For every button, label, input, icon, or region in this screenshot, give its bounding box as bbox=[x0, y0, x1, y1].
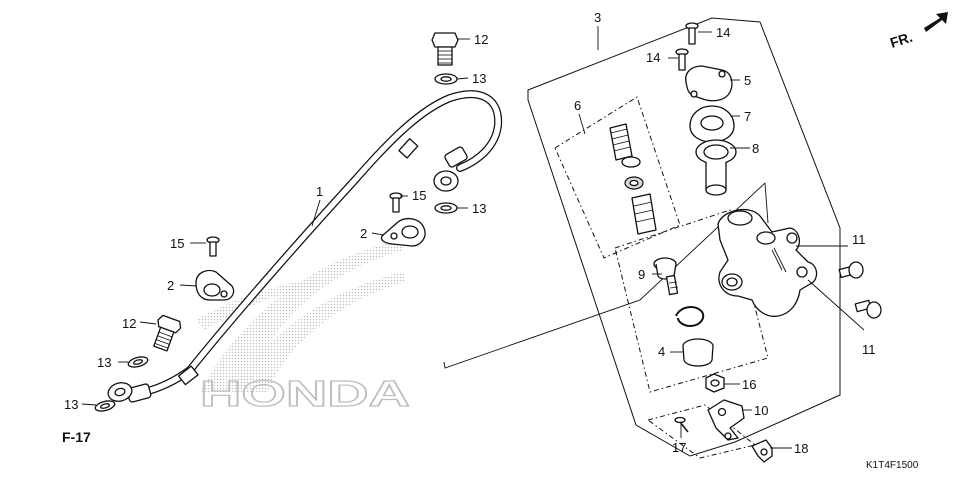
screw-left bbox=[206, 236, 220, 257]
callout-14-upper: 14 bbox=[716, 25, 730, 40]
oil-bolt-lower bbox=[153, 314, 182, 352]
callout-10: 10 bbox=[754, 403, 768, 418]
leader-lines bbox=[81, 26, 865, 449]
diagram-code: K1T4F1500 bbox=[866, 460, 919, 471]
callout-9: 9 bbox=[638, 267, 645, 282]
callout-7: 7 bbox=[744, 109, 751, 124]
screw-14-lower bbox=[675, 48, 689, 71]
callout-15-left: 15 bbox=[170, 236, 184, 251]
direction-label: FR. bbox=[888, 29, 914, 51]
bracket bbox=[707, 399, 745, 441]
callout-3: 3 bbox=[594, 10, 601, 25]
callout-18: 18 bbox=[794, 441, 808, 456]
watermark-text: HONDA bbox=[200, 373, 410, 414]
screw-14-upper bbox=[685, 22, 699, 45]
banjo-fitting-lower bbox=[107, 382, 133, 402]
banjo-fitting-upper bbox=[433, 170, 459, 192]
callout-14-lower: 14 bbox=[646, 50, 660, 65]
boot bbox=[682, 338, 714, 367]
front-direction-arrow: FR. bbox=[888, 12, 948, 51]
callout-5: 5 bbox=[744, 73, 751, 88]
callout-numbers: 12 13 13 1 15 2 15 2 12 13 13 3 6 14 14 … bbox=[64, 10, 876, 456]
callout-12-lower: 12 bbox=[122, 316, 136, 331]
bolt-11-lower bbox=[854, 299, 882, 319]
master-cylinder-body bbox=[717, 208, 818, 317]
callout-17: 17 bbox=[672, 440, 686, 455]
hose-clamp-left bbox=[195, 269, 235, 301]
callout-13-lower: 13 bbox=[97, 355, 111, 370]
clip bbox=[751, 439, 773, 463]
callout-4: 4 bbox=[658, 344, 665, 359]
callout-11-lower: 11 bbox=[862, 342, 876, 357]
callout-15-right: 15 bbox=[412, 188, 426, 203]
callout-13-middle: 13 bbox=[472, 201, 486, 216]
callout-6: 6 bbox=[574, 98, 581, 113]
callout-2-left: 2 bbox=[167, 278, 174, 293]
hose-clamp-right bbox=[380, 217, 426, 247]
circlip bbox=[675, 306, 705, 328]
callout-16: 16 bbox=[742, 377, 756, 392]
callout-12-upper: 12 bbox=[474, 32, 488, 47]
diaphragm-plate bbox=[689, 105, 735, 143]
honda-wing-watermark: HONDA bbox=[196, 240, 411, 415]
callout-1: 1 bbox=[316, 184, 323, 199]
callout-13-bottom: 13 bbox=[64, 397, 78, 412]
assembly-frames bbox=[443, 17, 841, 459]
callout-11-upper: 11 bbox=[852, 232, 866, 247]
callout-2-right: 2 bbox=[360, 226, 367, 241]
sealing-washers bbox=[94, 73, 458, 412]
nut bbox=[705, 373, 725, 393]
bolt-11-upper bbox=[838, 261, 864, 279]
reference-label: F-17 bbox=[62, 429, 91, 445]
reservoir-diaphragm bbox=[695, 139, 737, 196]
pushrod bbox=[653, 257, 679, 296]
brake-hose bbox=[126, 90, 503, 403]
callout-8: 8 bbox=[752, 141, 759, 156]
pin bbox=[674, 416, 689, 433]
callout-13-upper: 13 bbox=[472, 71, 486, 86]
oil-bolt-upper bbox=[431, 32, 459, 66]
reservoir-cap bbox=[685, 65, 733, 102]
piston-set bbox=[609, 123, 657, 235]
